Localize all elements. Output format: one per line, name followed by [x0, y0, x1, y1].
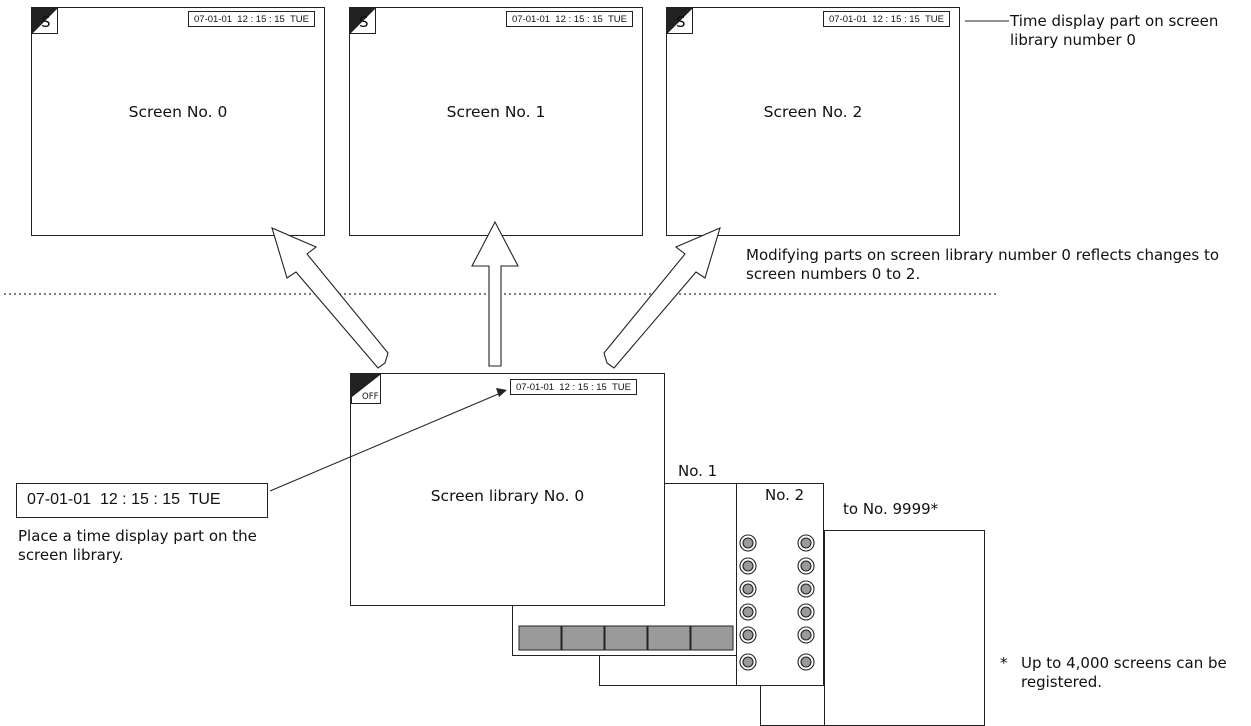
library-time-display: 07-01-01 12 : 15 : 15 TUE	[510, 379, 637, 395]
screen-1-corner-label: S	[359, 13, 369, 31]
arrow-right	[603, 227, 721, 369]
page-label-2: No. 2	[765, 486, 805, 504]
diagram-overlay	[4, 20, 1009, 671]
screen-library-0-panel: OFF 07-01-01 12 : 15 : 15 TUE Screen lib…	[350, 373, 665, 606]
page-2-lamps	[739, 534, 815, 671]
screen-2-time-display: 07-01-01 12 : 15 : 15 TUE	[823, 11, 950, 27]
library-title: Screen library No. 0	[430, 487, 585, 505]
screen-2-corner-icon: S	[667, 8, 693, 34]
library-page-9999-visible	[824, 530, 985, 726]
screen-1-title: Screen No. 1	[446, 103, 546, 121]
page-1-buttons	[518, 625, 734, 651]
library-corner-label: OFF	[362, 392, 379, 402]
screen-0-corner-label: S	[41, 13, 51, 31]
screen-2-corner-label: S	[676, 13, 686, 31]
screen-0-panel: S 07-01-01 12 : 15 : 15 TUE Screen No. 0	[31, 7, 325, 236]
screen-2-title: Screen No. 2	[763, 103, 863, 121]
sample-leader-arrowhead	[496, 388, 507, 397]
page-label-9999: to No. 9999*	[843, 500, 939, 518]
arrow-center	[471, 220, 519, 367]
screen-1-panel: S 07-01-01 12 : 15 : 15 TUE Screen No. 1	[349, 7, 643, 236]
time-display-sample: 07-01-01 12 : 15 : 15 TUE	[16, 483, 268, 518]
screen-0-corner-icon: S	[32, 8, 58, 34]
place-note: Place a time display part on the screen …	[18, 527, 257, 564]
registered-note: Up to 4,000 screens can be registered.	[1021, 654, 1227, 691]
screen-2-panel: S 07-01-01 12 : 15 : 15 TUE Screen No. 2	[666, 7, 960, 236]
footnote-asterisk: *	[1000, 654, 1008, 672]
arrow-left	[271, 227, 389, 369]
screen-0-title: Screen No. 0	[128, 103, 228, 121]
page-label-1: No. 1	[678, 462, 718, 480]
screen-1-corner-icon: S	[350, 8, 376, 34]
time-part-callout: Time display part on screen library numb…	[1010, 12, 1219, 49]
screen-0-time-display: 07-01-01 12 : 15 : 15 TUE	[188, 11, 315, 27]
screen-1-time-display: 07-01-01 12 : 15 : 15 TUE	[506, 11, 633, 27]
modify-note: Modifying parts on screen library number…	[746, 246, 1220, 283]
sample-leader-line	[269, 391, 504, 492]
library-corner-icon: OFF	[351, 374, 381, 404]
